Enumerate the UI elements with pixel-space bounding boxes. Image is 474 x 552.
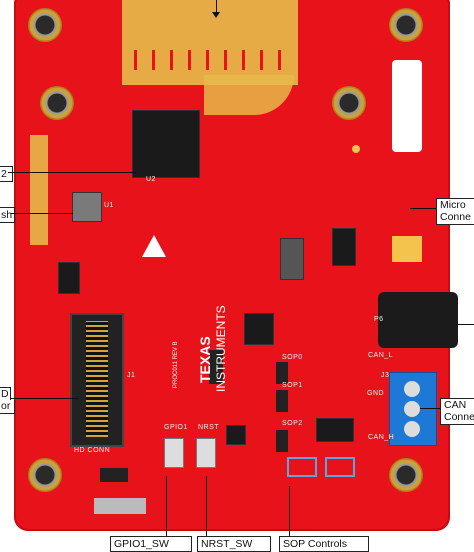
- leader-u2: [8, 172, 136, 173]
- mounting-hole-bottom-right: [389, 458, 423, 492]
- callout-nrst: NRST_SW: [197, 536, 271, 552]
- callout-micro-2: Conne: [436, 211, 474, 225]
- silk-u1: U1: [104, 202, 114, 209]
- sop-jumper-2[interactable]: [276, 430, 288, 452]
- chip-small-left: [58, 262, 80, 294]
- leader-gpio1: [166, 476, 167, 538]
- silk-canh: CAN_H: [368, 434, 395, 441]
- silk-sop1: SOP1: [282, 382, 303, 389]
- mounting-hole-upper-left: [40, 86, 74, 120]
- antenna-array: [122, 0, 298, 85]
- leader-hd: [11, 398, 79, 399]
- sop-highlight-2: [325, 457, 355, 477]
- leader-can: [420, 408, 440, 409]
- silk-sop2: SOP2: [282, 420, 303, 427]
- side-antenna: [30, 135, 48, 245]
- silk-p6: P6: [374, 316, 384, 323]
- callout-gpio1: GPIO1_SW: [110, 536, 192, 552]
- arrow-top: [212, 12, 220, 18]
- silk-u2: U2: [146, 176, 156, 183]
- flash-chip-u1: [72, 192, 102, 222]
- silk-j1: J1: [127, 372, 136, 379]
- leader-power: [456, 324, 474, 325]
- leader-top: [216, 0, 217, 14]
- sop-jumper-1[interactable]: [276, 390, 288, 412]
- callout-sop: SOP Controls: [279, 536, 369, 552]
- power-jack-p6: [378, 292, 458, 348]
- chip-u13: [226, 425, 246, 445]
- callout-can-2: Conne: [440, 411, 474, 425]
- can-terminal-block: [389, 372, 437, 446]
- chip-fb2: [332, 228, 356, 266]
- hd-connector-pins: [86, 321, 108, 437]
- callout-flash: sh: [0, 207, 15, 223]
- mounting-hole-bottom-left: [28, 458, 62, 492]
- jumper-j7[interactable]: [100, 468, 128, 482]
- button-s3[interactable]: [209, 350, 223, 384]
- silk-j3: J3: [381, 372, 390, 379]
- coax-connector-j2: [352, 145, 360, 153]
- silk-nrst: NRST: [198, 424, 220, 431]
- can-screw-2: [404, 401, 420, 417]
- leader-nrst: [206, 476, 207, 538]
- can-screw-3: [404, 421, 420, 437]
- bottom-header-p1: [94, 498, 146, 514]
- micro-usb-cutout: [392, 60, 422, 152]
- sop-highlight-1: [287, 457, 317, 477]
- brand-texas: TEXAS: [197, 336, 213, 383]
- mounting-hole-top-right: [389, 8, 423, 42]
- can-screw-1: [404, 381, 420, 397]
- mounting-hole-upper-right: [332, 86, 366, 120]
- chip-u2: [132, 110, 200, 178]
- mounting-hole-top-left: [28, 8, 62, 42]
- leader-flash: [11, 213, 73, 214]
- board-id: PROC011 REV B: [173, 341, 179, 388]
- silk-gpio: GPIO1: [164, 424, 188, 431]
- silk-gnd: GND: [367, 390, 385, 397]
- chip-lower-right: [316, 418, 354, 442]
- leader-sop: [289, 486, 290, 538]
- leader-micro: [410, 208, 436, 209]
- hd-connector-j1: [70, 313, 124, 447]
- callout-u2: 2: [0, 166, 13, 182]
- antenna-traces: [134, 50, 289, 70]
- callout-hd-2: or: [0, 400, 15, 414]
- antenna-feed: [204, 75, 294, 115]
- silk-sop0: SOP0: [282, 354, 303, 361]
- chip-u3: [244, 313, 274, 345]
- sop-jumper-0[interactable]: [276, 362, 288, 384]
- brand-instruments: INSTRUMENTS: [214, 305, 228, 392]
- inductor-d3: [280, 238, 304, 280]
- ti-branding: TEXAS INSTRUMENTS PROC011 REV B: [173, 245, 235, 395]
- nrst-switch[interactable]: [196, 438, 216, 468]
- gpio1-switch[interactable]: [164, 438, 184, 468]
- silk-canl: CAN_L: [368, 352, 394, 359]
- silk-hd-conn: HD CONN: [74, 447, 111, 454]
- gold-jumper-pad: [392, 236, 422, 262]
- pcb-board: HD CONN J1 J3 U2 U1 P6 GPIO1 NRST SOP0 S…: [14, 0, 458, 531]
- hot-surface-warning-icon: [142, 235, 166, 257]
